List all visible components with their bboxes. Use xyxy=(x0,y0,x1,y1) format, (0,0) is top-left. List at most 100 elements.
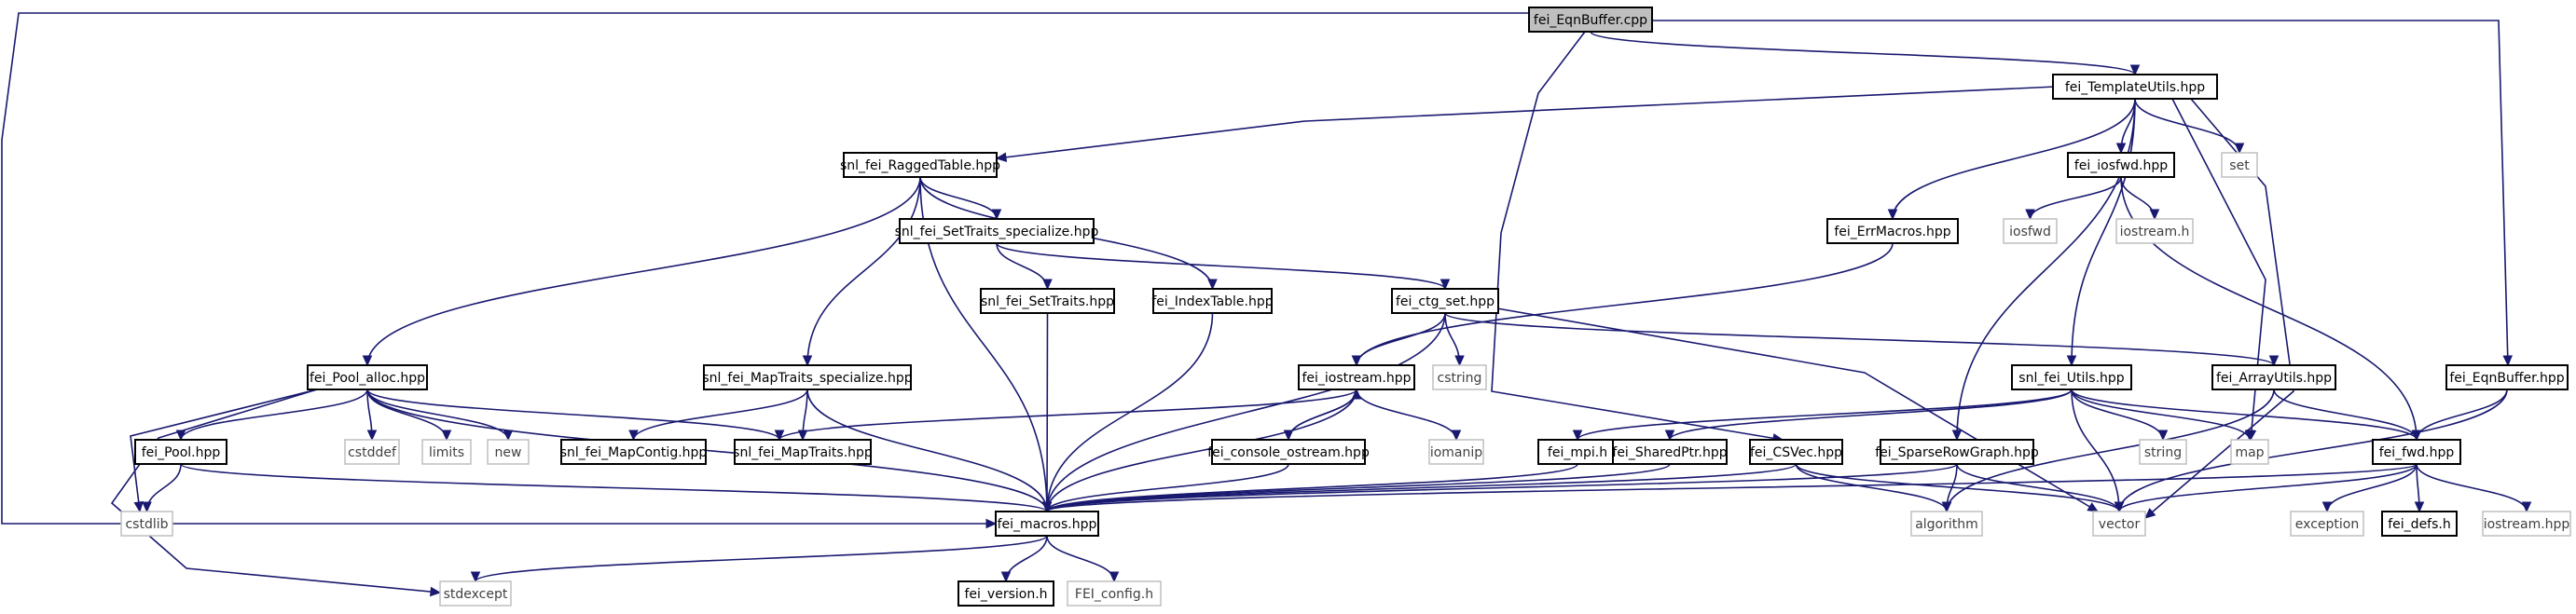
node-box xyxy=(2445,364,2569,390)
node-label: fei_ctg_set.hpp xyxy=(1396,294,1495,309)
node-box xyxy=(2372,439,2461,465)
node-box xyxy=(1211,439,1366,465)
edge-snl_fei_Utils_hpp-to-fei_mpi_h xyxy=(1572,389,2073,442)
node-snl_fei_SetTraits_specialize_hpp[interactable]: snl_fei_SetTraits_specialize.hpp xyxy=(895,218,1099,244)
node-label: iosfwd xyxy=(2009,225,2051,239)
node-box xyxy=(1152,288,1273,314)
node-label: fei_EqnBuffer.cpp xyxy=(1534,13,1647,28)
node-box xyxy=(1612,439,1728,465)
node-box xyxy=(344,439,400,465)
node-label: fei_iostream.hpp xyxy=(1302,371,1411,386)
node-label: cstdlib xyxy=(125,517,168,532)
node-fei_fwd_hpp[interactable]: fei_fwd.hpp xyxy=(2372,439,2461,465)
node-box xyxy=(120,511,173,537)
node-snl_fei_MapContig_hpp[interactable]: snl_fei_MapContig.hpp xyxy=(560,439,708,465)
node-box xyxy=(2211,364,2336,390)
node-fei_ArrayUtils_hpp[interactable]: fei_ArrayUtils.hpp xyxy=(2211,364,2336,390)
node-snl_fei_SetTraits_hpp[interactable]: snl_fei_SetTraits.hpp xyxy=(980,288,1115,314)
node-box xyxy=(2290,511,2364,537)
node-label: fei_version.h xyxy=(964,587,1047,602)
node-fei_macros_hpp[interactable]: fei_macros.hpp xyxy=(995,511,1099,537)
node-box xyxy=(307,364,428,390)
node-fei_CSVec_hpp[interactable]: fei_CSVec.hpp xyxy=(1749,439,1843,465)
node-box xyxy=(439,580,512,607)
node-label: fei_SharedPtr.hpp xyxy=(1612,445,1727,460)
edge-fei_Pool_hpp-to-fei_macros_hpp xyxy=(180,463,1053,513)
node-label: fei_ErrMacros.hpp xyxy=(1834,225,1950,239)
edge-fei_ArrayUtils_hpp-to-fei_fwd_hpp xyxy=(2273,389,2422,442)
edge-fei_EqnBuffer_hpp-to-fei_fwd_hpp xyxy=(2411,389,2508,442)
edge-fei_ctg_set_hpp-to-vector xyxy=(1491,307,2100,512)
node-label: map xyxy=(2235,445,2264,460)
node-fei_TemplateUtils_hpp[interactable]: fei_TemplateUtils.hpp xyxy=(2052,74,2218,100)
edge-fei_macros_hpp-to-fei_version_h xyxy=(1000,535,1048,583)
edge-fei_Pool_hpp-to-cstdlib xyxy=(142,463,182,513)
edge-snl_fei_MapTraits_specialize_hpp-to-snl_fei_MapContig_hpp xyxy=(628,389,808,442)
node-box xyxy=(1910,511,1983,537)
edge-fei_TemplateUtils_hpp-to-set xyxy=(2134,98,2245,155)
node-box xyxy=(2221,152,2258,178)
nodes-layer: fei_EqnBuffer.cpp fei_TemplateUtils.hppsn… xyxy=(120,7,2571,607)
edge-fei_iosfwd_hpp-to-iosfwd xyxy=(2025,176,2122,221)
node-iosfwd: iosfwd xyxy=(2003,218,2058,244)
node-label: iomanip xyxy=(1430,445,1482,460)
node-label: fei_iosfwd.hpp xyxy=(2074,158,2168,173)
edge-snl_fei_SetTraits_hpp-to-fei_macros_hpp xyxy=(1041,312,1053,513)
node-box xyxy=(734,439,872,465)
node-box xyxy=(995,511,1099,537)
node-snl_fei_Utils_hpp[interactable]: snl_fei_Utils.hpp xyxy=(2011,364,2132,390)
node-snl_fei_RaggedTable_hpp[interactable]: snl_fei_RaggedTable.hpp xyxy=(840,152,1000,178)
node-box xyxy=(1537,439,1618,465)
node-set: set xyxy=(2221,152,2258,178)
node-fei_Pool_hpp[interactable]: fei_Pool.hpp xyxy=(134,439,227,465)
node-box xyxy=(1391,288,1499,314)
node-box xyxy=(1880,439,2034,465)
edge-fei_iostream_hpp-to-iostream xyxy=(774,389,1357,442)
node-label: limits xyxy=(429,445,464,460)
node-cstddef: cstddef xyxy=(344,439,400,465)
edge-fei_Pool_alloc_hpp-to-cstddef xyxy=(366,389,378,442)
node-string: string xyxy=(2139,439,2187,465)
node-snl_fei_MapTraits_hpp[interactable]: snl_fei_MapTraits.hpp xyxy=(733,439,873,465)
node-box xyxy=(2381,511,2458,537)
node-fei_Pool_alloc_hpp[interactable]: fei_Pool_alloc.hpp xyxy=(307,364,428,390)
node-fei_iostream_hpp[interactable]: fei_iostream.hpp xyxy=(1298,364,1415,390)
edge-fei_fwd_hpp-to-iostream_hpp xyxy=(2416,463,2532,513)
node-label: fei_EqnBuffer.hpp xyxy=(2449,371,2564,386)
node-label: algorithm xyxy=(1915,517,1978,532)
node-box xyxy=(2011,364,2132,390)
node-fei_EqnBuffer_cpp[interactable]: fei_EqnBuffer.cpp xyxy=(1528,7,1653,33)
node-fei_version_h[interactable]: fei_version.h xyxy=(957,580,1054,607)
node-iomanip: iomanip xyxy=(1428,439,1484,465)
node-fei_ErrMacros_hpp[interactable]: fei_ErrMacros.hpp xyxy=(1826,218,1959,244)
edge-fei_ctg_set_hpp-to-cstring xyxy=(1444,312,1465,367)
node-label: fei_TemplateUtils.hpp xyxy=(2065,80,2205,95)
node-fei_SparseRowGraph_hpp[interactable]: fei_SparseRowGraph.hpp xyxy=(1875,439,2039,465)
node-fei_SharedPtr_hpp[interactable]: fei_SharedPtr.hpp xyxy=(1612,439,1728,465)
node-label: snl_fei_RaggedTable.hpp xyxy=(840,158,1000,173)
node-stdexcept: stdexcept xyxy=(439,580,512,607)
node-fei_EqnBuffer_hpp[interactable]: fei_EqnBuffer.hpp xyxy=(2445,364,2569,390)
node-box xyxy=(899,218,1095,244)
node-snl_fei_MapTraits_specialize_hpp[interactable]: snl_fei_MapTraits_specialize.hpp xyxy=(702,364,913,390)
node-label: snl_fei_Utils.hpp xyxy=(2018,371,2125,386)
node-fei_mpi_h[interactable]: fei_mpi.h xyxy=(1537,439,1618,465)
node-fei_console_ostream_hpp[interactable]: fei_console_ostream.hpp xyxy=(1207,439,1370,465)
node-box xyxy=(2230,439,2269,465)
node-box xyxy=(957,580,1054,607)
edge-fei_macros_hpp-to-FEI_config_h xyxy=(1046,535,1120,583)
node-fei_defs_h[interactable]: fei_defs.h xyxy=(2381,511,2458,537)
node-box xyxy=(2139,439,2187,465)
node-box xyxy=(2482,511,2571,537)
node-box xyxy=(1749,439,1843,465)
node-box xyxy=(1826,218,1959,244)
edge-fei_Pool_alloc_hpp-to-fei_Pool_hpp xyxy=(175,389,368,442)
node-fei_iosfwd_hpp[interactable]: fei_iosfwd.hpp xyxy=(2067,152,2175,178)
node-fei_ctg_set_hpp[interactable]: fei_ctg_set.hpp xyxy=(1391,288,1499,314)
edge-fei_iostream_hpp-to-iomanip xyxy=(1356,389,1462,442)
node-fei_IndexTable_hpp[interactable]: fei_IndexTable.hpp xyxy=(1151,288,1274,314)
node-box xyxy=(2092,511,2146,537)
node-label: vector xyxy=(2099,517,2141,532)
node-box xyxy=(134,439,227,465)
